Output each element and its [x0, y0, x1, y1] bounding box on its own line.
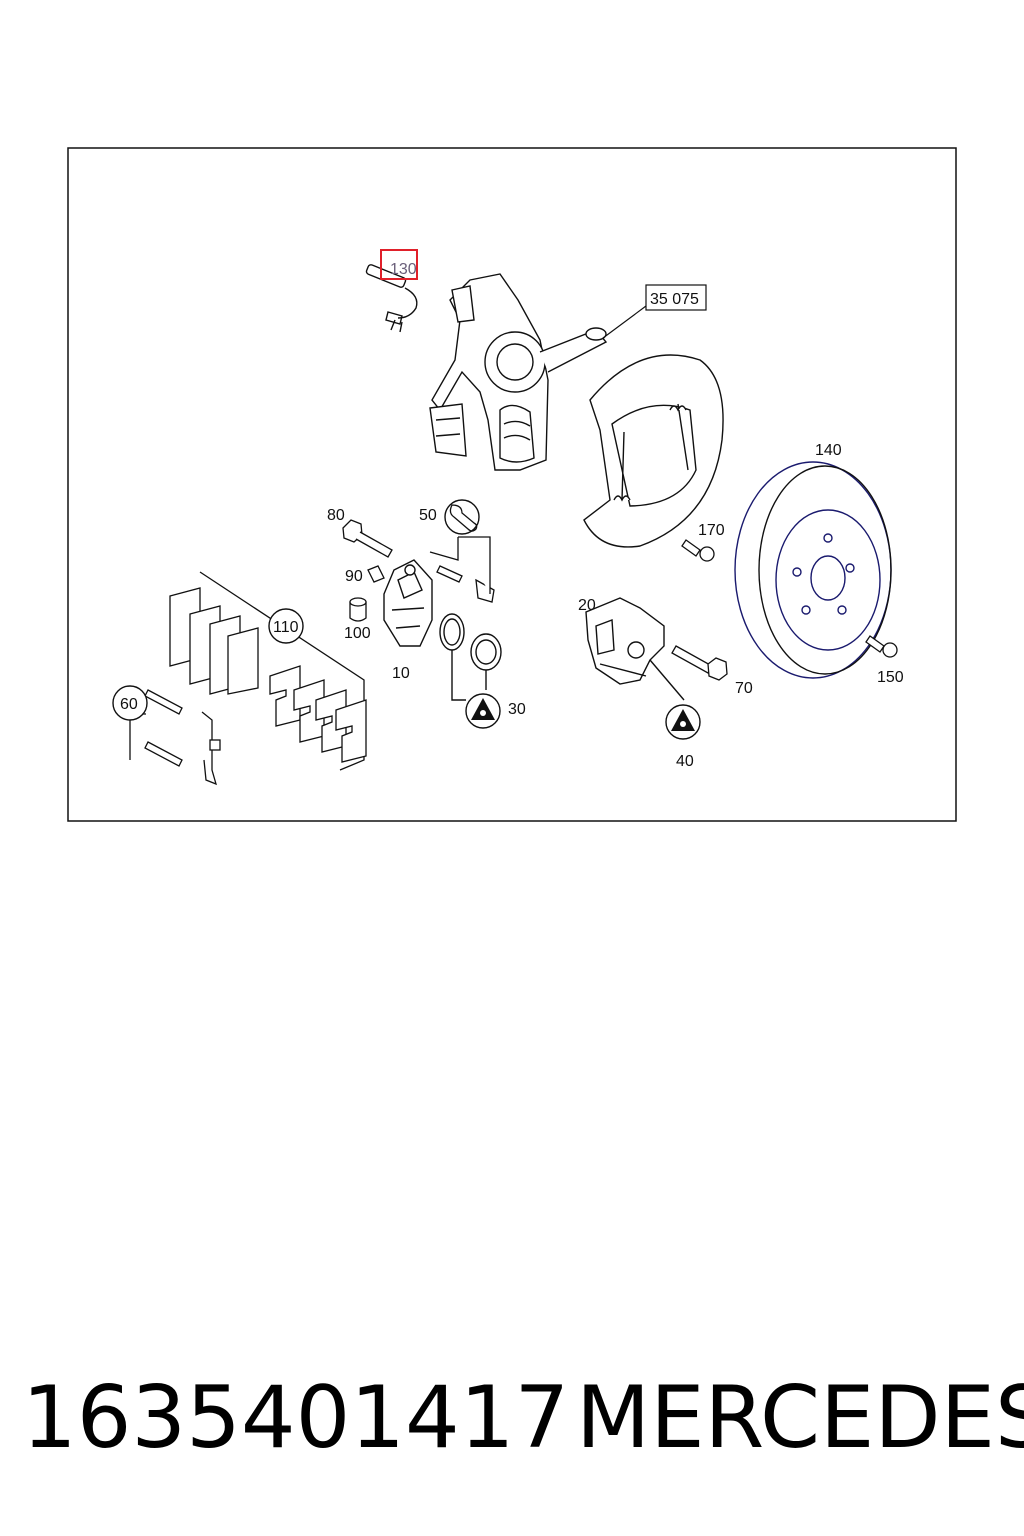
tool-icon-50	[444, 499, 480, 535]
caliper-10[interactable]	[383, 559, 433, 647]
callout-70: 70	[735, 680, 753, 697]
guide-pins-50[interactable]	[429, 536, 495, 603]
callout-10: 10	[392, 665, 410, 682]
seal-kit-30[interactable]	[439, 613, 502, 701]
bleeder-screw-90[interactable]	[367, 565, 385, 583]
diagram-frame	[67, 147, 957, 822]
kit-icon-40	[665, 704, 701, 740]
bolt-170[interactable]	[681, 539, 715, 562]
callout-90: 90	[345, 568, 363, 585]
bolt-80[interactable]	[342, 519, 393, 558]
callout-80: 80	[327, 507, 345, 524]
callout-30: 30	[508, 701, 526, 718]
wear-sensor[interactable]	[365, 264, 418, 333]
callout-40: 40	[676, 753, 694, 770]
callout-circle-60	[112, 685, 148, 721]
steering-knuckle[interactable]	[429, 273, 608, 471]
callout-50: 50	[419, 507, 437, 524]
callout-110: 110	[273, 619, 299, 636]
callout-circle-110	[268, 608, 304, 644]
caliper-20[interactable]	[585, 597, 685, 701]
bolt-150[interactable]	[865, 635, 898, 658]
brand-name: MERCEDES	[576, 1368, 1024, 1468]
pin-kit-60[interactable]	[129, 689, 221, 786]
brake-shield[interactable]	[583, 354, 724, 548]
callout-140: 140	[815, 442, 842, 459]
callout-100: 100	[344, 625, 371, 642]
bolt-70[interactable]	[671, 645, 728, 681]
leader-35075	[602, 305, 647, 339]
callout-35075-box	[645, 284, 707, 311]
callout-35075: 35 075	[650, 291, 699, 308]
callout-20: 20	[578, 597, 596, 614]
brake-disc[interactable]	[734, 461, 892, 679]
callout-170: 170	[698, 522, 725, 539]
callout-150: 150	[877, 669, 904, 686]
part-number: 1635401417	[22, 1368, 570, 1468]
callout-60: 60	[120, 696, 138, 713]
callout-130: 130	[390, 261, 417, 278]
dust-cap-100[interactable]	[349, 597, 367, 622]
callout-130-highlight	[380, 249, 418, 280]
kit-icon-30	[465, 693, 501, 729]
brake-pad-set-110[interactable]	[169, 571, 367, 771]
